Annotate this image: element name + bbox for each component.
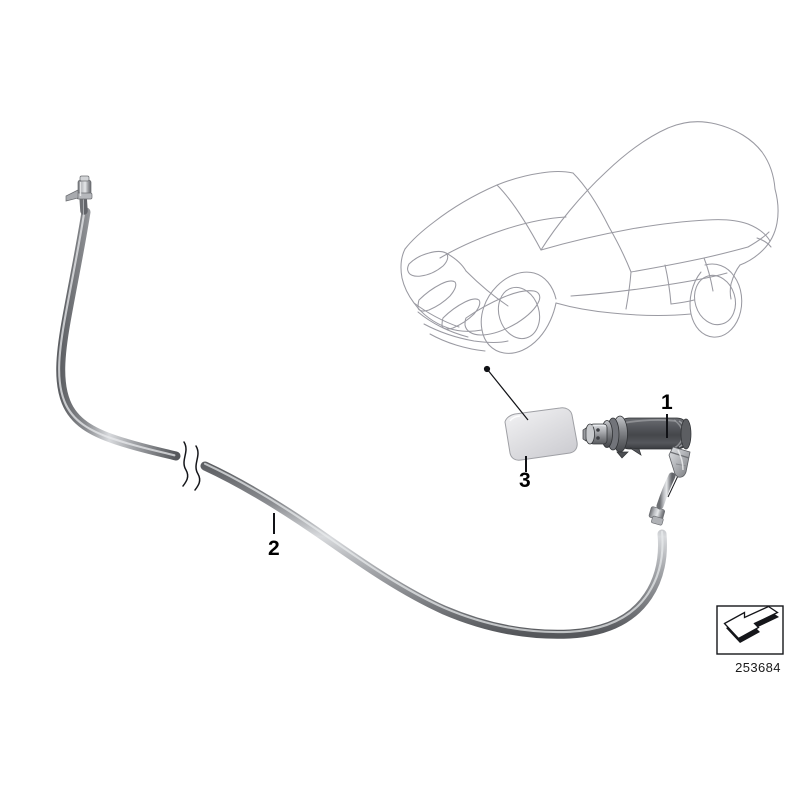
nozzle-spray-head xyxy=(582,423,608,445)
callout-number-2: 2 xyxy=(268,537,280,560)
nozzle-inlet-port xyxy=(668,446,691,478)
callout-number-3: 3 xyxy=(519,469,531,492)
cover-cap-face xyxy=(504,407,578,461)
hose-lower-connector-fitting xyxy=(648,472,676,526)
leader-line-bumper-to-cover xyxy=(486,368,529,421)
hose-segment-lower xyxy=(200,461,667,639)
callout-number-1: 1 xyxy=(661,391,673,414)
nozzle-cylinder-body xyxy=(616,417,692,450)
hose-break-symbol xyxy=(182,441,201,491)
hose-segment-upper xyxy=(56,207,181,461)
part-number-label: 253684 xyxy=(735,660,781,675)
hose-upper-connector-fitting xyxy=(65,175,93,215)
